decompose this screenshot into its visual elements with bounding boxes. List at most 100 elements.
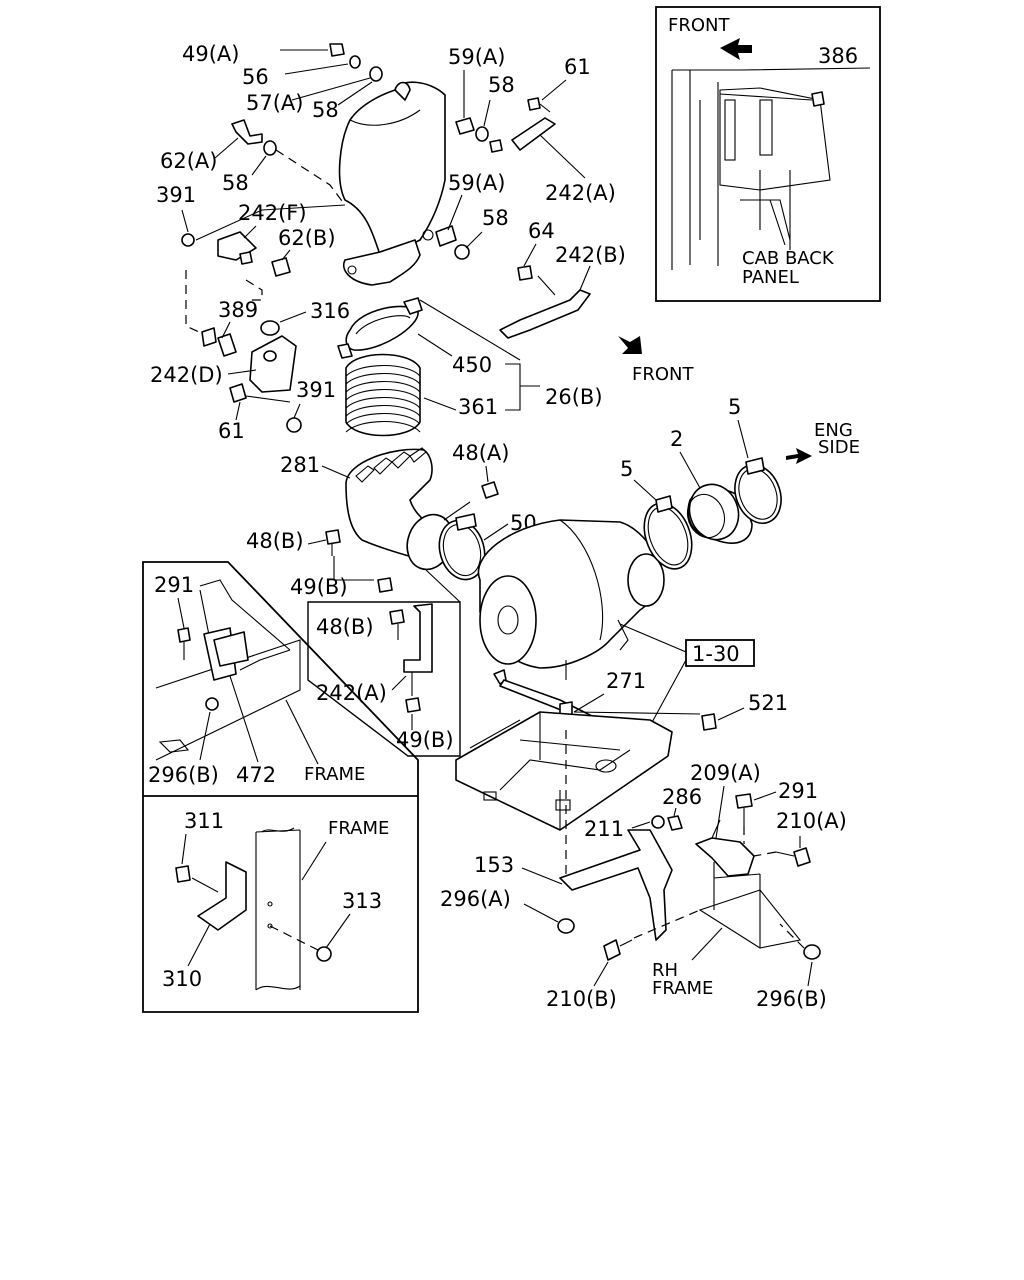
part-242b-label: 242(B) — [555, 243, 626, 267]
bolt-48a — [481, 481, 499, 499]
inset-cab-back-panel: FRONT 386 CAB BACK PANEL — [655, 6, 881, 302]
bolt-61-upper — [527, 97, 551, 113]
part-521-label: 521 — [748, 691, 788, 715]
part-48b1-label: 48(B) — [246, 529, 304, 553]
mounting-tray — [455, 711, 673, 831]
rh-frame — [698, 862, 801, 949]
part-59a1-label: 59(A) — [448, 45, 505, 69]
front-arrow-icon — [720, 38, 752, 60]
part-296a-label: 296(A) — [440, 887, 511, 911]
hose-clamp-450 — [337, 297, 423, 359]
spacer-59a-lower — [435, 225, 470, 260]
bolt-291b — [735, 793, 753, 826]
part-242a2-label: 242(A) — [316, 681, 387, 705]
eng-label: ENG — [814, 420, 853, 441]
hose-2 — [686, 483, 753, 544]
part-210b-label: 210(B) — [546, 987, 617, 1011]
center-front-arrow-icon — [618, 336, 642, 354]
part-48b2-label: 48(B) — [316, 615, 374, 639]
part-450-label: 450 — [452, 353, 492, 377]
inset-frame-bracket-310 — [175, 827, 332, 991]
part-49b1-label: 49(B) — [290, 575, 348, 599]
bracket-242d — [201, 320, 302, 433]
part-211-label: 211 — [584, 817, 624, 841]
part-58b-label: 58 — [222, 171, 249, 195]
eng-side-arrow-icon — [786, 448, 812, 464]
part-49a-label: 49(A) — [182, 42, 239, 66]
part-57a-label: 57(A) — [246, 91, 303, 115]
panel-label: PANEL — [742, 267, 799, 288]
hose-clamp-5-left — [643, 495, 693, 570]
part-472-label: 472 — [236, 763, 276, 787]
bracket-209a — [695, 819, 755, 877]
part-59a2-label: 59(A) — [448, 171, 505, 195]
washer-286 — [667, 815, 683, 831]
bracket-242a-upper — [489, 117, 556, 153]
part-291a-label: 291 — [154, 573, 194, 597]
part-313-label: 313 — [342, 889, 382, 913]
part-391a-label: 391 — [156, 183, 196, 207]
part-316-label: 316 — [310, 299, 350, 323]
intake-duct-upper — [338, 81, 446, 286]
rh-frame-label: FRAME — [652, 978, 713, 999]
part-210a-label: 210(A) — [776, 809, 847, 833]
part-153-label: 153 — [474, 853, 514, 877]
bolt-210b — [603, 939, 633, 961]
nut-211 — [651, 815, 665, 829]
part-56-label: 56 — [242, 65, 269, 89]
part-5a-label: 5 — [728, 395, 741, 419]
frame-2-label: FRAME — [328, 818, 389, 839]
part-242f-label: 242(F) — [238, 201, 307, 225]
bolt-48b-upper — [325, 529, 341, 556]
spacer-59a-upper — [455, 117, 489, 142]
inset-front-label: FRONT — [668, 15, 730, 36]
part-386-label: 386 — [818, 44, 858, 68]
bracket-242b — [499, 265, 591, 339]
part-209a-label: 209(A) — [690, 761, 761, 785]
bracket-153 — [559, 829, 673, 941]
part-48a-label: 48(A) — [452, 441, 509, 465]
part-62a-label: 62(A) — [160, 149, 217, 173]
part-391b-label: 391 — [296, 378, 336, 402]
inset-bracket-242a — [307, 601, 461, 757]
bolt-386-icon — [811, 91, 825, 107]
part-58d-label: 58 — [482, 206, 509, 230]
part-61a-label: 61 — [564, 55, 591, 79]
part-271-label: 271 — [606, 669, 646, 693]
part-61b-label: 61 — [218, 419, 245, 443]
reference-box-label: 1-30 — [692, 642, 740, 666]
cab-back-label: CAB BACK — [742, 248, 835, 269]
part-62b-label: 62(B) — [278, 226, 336, 250]
frame-1-label: FRAME — [304, 764, 365, 785]
side-label: SIDE — [818, 437, 860, 458]
part-242a1-label: 242(A) — [545, 181, 616, 205]
part-310-label: 310 — [162, 967, 202, 991]
part-286-label: 286 — [662, 785, 702, 809]
air-cleaner-body — [477, 519, 665, 680]
hose-clamp-5-right — [734, 457, 782, 524]
part-242d-label: 242(D) — [150, 363, 223, 387]
part-296b2-label: 296(B) — [756, 987, 827, 1011]
part-281-label: 281 — [280, 453, 320, 477]
part-49b2-label: 49(B) — [396, 728, 454, 752]
part-64-label: 64 — [528, 219, 555, 243]
bellows-hose-361 — [345, 353, 421, 437]
part-5b-label: 5 — [620, 457, 633, 481]
part-2-label: 2 — [670, 427, 683, 451]
hose-clamp-50 — [438, 513, 486, 581]
nut-521 — [701, 713, 717, 731]
part-291b-label: 291 — [778, 779, 818, 803]
washer-stack — [231, 43, 383, 156]
part-389-label: 389 — [218, 298, 258, 322]
part-311-label: 311 — [184, 809, 224, 833]
nut-296a — [557, 918, 575, 934]
nut-49b-upper — [377, 577, 393, 593]
part-26b-label: 26(B) — [545, 385, 603, 409]
part-58a-label: 58 — [312, 98, 339, 122]
reference-box-1-30 — [685, 639, 755, 667]
part-361-label: 361 — [458, 395, 498, 419]
nut-296b-lower — [803, 944, 821, 960]
inset-frame-bracket — [142, 561, 419, 1013]
rh-label: RH — [652, 960, 678, 981]
